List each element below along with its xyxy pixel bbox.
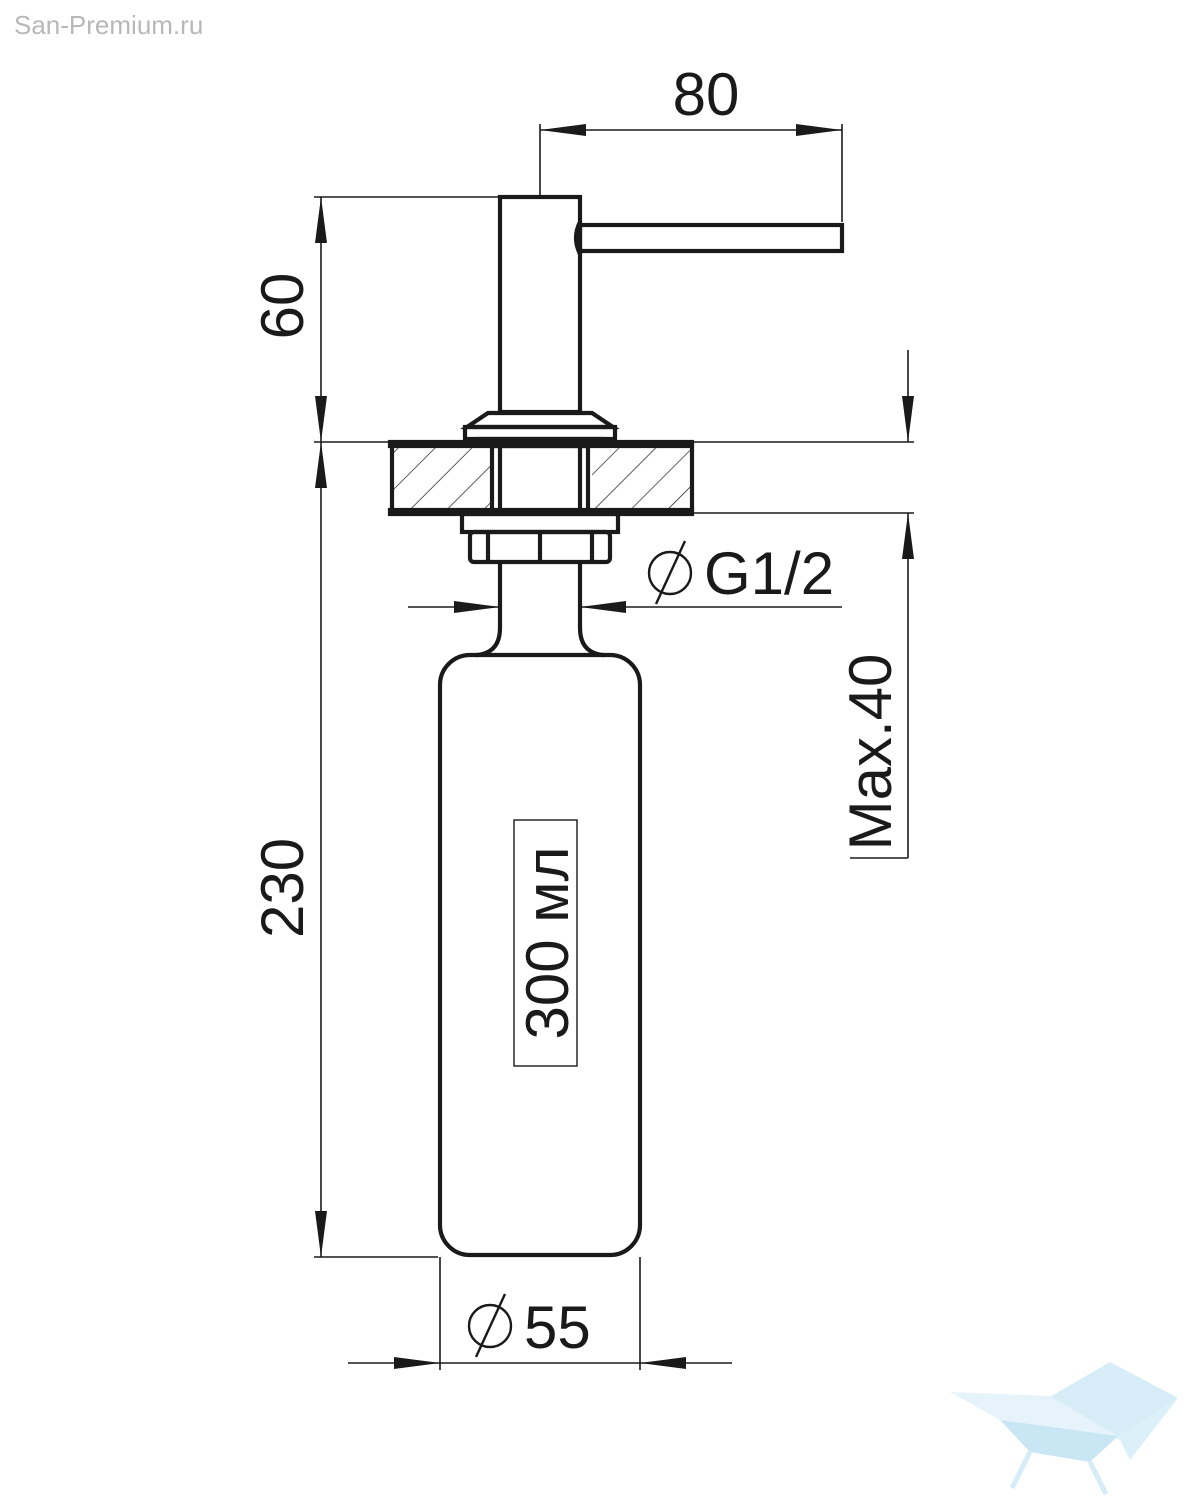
- dimension-total-height: 230: [249, 442, 438, 1258]
- capacity-label: 300 мл: [513, 819, 581, 1067]
- total-height-label: 230: [249, 838, 316, 938]
- diameter-icon: [467, 1293, 513, 1358]
- lock-nut: [459, 511, 621, 565]
- countertop-section: [387, 439, 695, 517]
- capacity-text: 300 мл: [514, 846, 581, 1039]
- countertop-max-label: Max.40: [837, 654, 904, 851]
- dimension-bottle-diameter: 55: [348, 1257, 732, 1370]
- mounting-shank: [489, 443, 591, 512]
- bottle: [437, 562, 643, 1258]
- thread-label: G1/2: [704, 540, 834, 607]
- diameter-icon: [647, 540, 693, 605]
- bottle-diameter-label: 55: [524, 1294, 591, 1361]
- head-height-label: 60: [249, 273, 316, 340]
- dimension-countertop-max: Max.40: [694, 350, 914, 859]
- dispenser-head: [497, 194, 845, 415]
- dimension-spout-length: 80: [539, 61, 843, 222]
- dimension-head-height: 60: [249, 196, 498, 443]
- brand-logo: [950, 1362, 1178, 1496]
- spout-length-label: 80: [673, 61, 740, 128]
- dimension-thread: G1/2: [408, 540, 842, 613]
- watermark-text: San-Premium.ru: [14, 10, 203, 40]
